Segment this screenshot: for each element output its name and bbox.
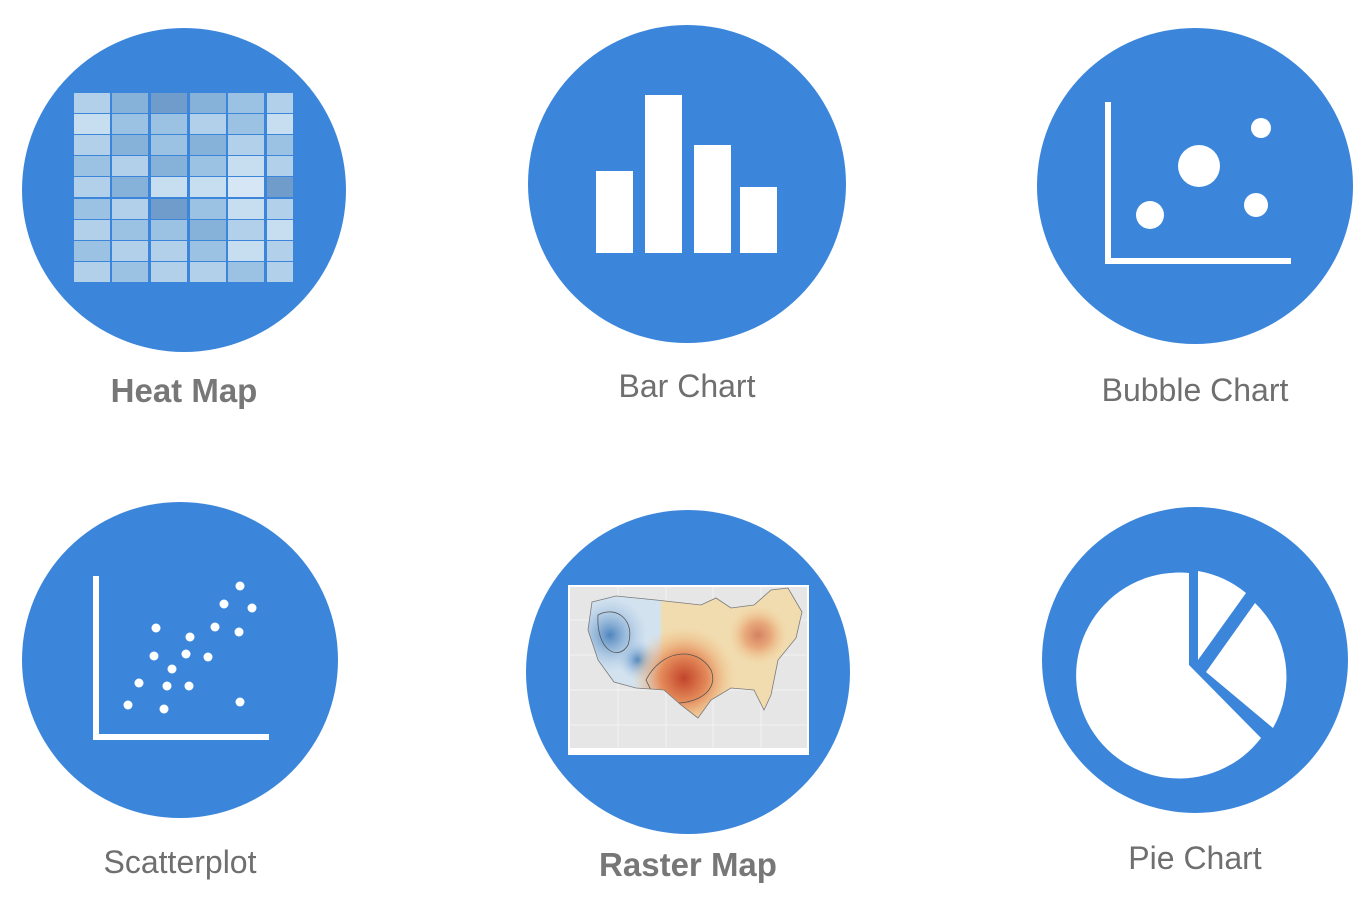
heat-map-cell (74, 177, 110, 197)
heat-map-cell (112, 177, 148, 197)
heat-map-cell (74, 241, 110, 261)
heat-map-cell (190, 199, 226, 219)
raster-map-icon[interactable] (526, 510, 850, 834)
heat-map-cell (112, 262, 148, 282)
heat-map-cell (228, 93, 264, 113)
heat-map-cell (151, 241, 187, 261)
heat-map-cell (190, 93, 226, 113)
heat-map-cell (112, 114, 148, 134)
heat-map-cell (74, 156, 110, 176)
heat-map-cell (267, 199, 293, 219)
heat-map-cell (190, 114, 226, 134)
heat-map-cell (190, 135, 226, 155)
heat-map-cell (74, 93, 110, 113)
heat-map-label[interactable]: Heat Map (110, 372, 258, 409)
bar-chart-label[interactable]: Bar Chart (618, 368, 756, 404)
heat-map-cell (190, 241, 226, 261)
heat-map-cell (74, 199, 110, 219)
heat-map-cell (228, 262, 264, 282)
heat-map-cell (190, 177, 226, 197)
bar-chart-icon[interactable] (528, 25, 846, 343)
heat-map-cell (267, 135, 293, 155)
heat-map-cell (190, 220, 226, 240)
heat-map-cell (228, 199, 264, 219)
heat-map-cell (151, 93, 187, 113)
heat-map-cell (74, 114, 110, 134)
heat-map-cell (74, 262, 110, 282)
heat-map-cell (151, 177, 187, 197)
heat-map-cell (228, 135, 264, 155)
heat-map-cell (74, 220, 110, 240)
bubble-chart-icon[interactable] (1037, 28, 1353, 344)
heat-map-cell (112, 156, 148, 176)
heat-map-cell (228, 220, 264, 240)
heat-map-cell (228, 177, 264, 197)
heat-map-cell (112, 135, 148, 155)
bubble-chart-label[interactable]: Bubble Chart (1101, 372, 1289, 408)
heat-map-cell (151, 114, 187, 134)
heat-map-cell (267, 177, 293, 197)
scatterplot-label[interactable]: Scatterplot (103, 844, 257, 880)
heat-map-cell (151, 220, 187, 240)
heat-map-cell (151, 262, 187, 282)
heat-map-cell (267, 93, 293, 113)
heat-map-cell (228, 156, 264, 176)
heat-map-cell (267, 220, 293, 240)
heat-map-cell (112, 241, 148, 261)
heat-map-cell (267, 114, 293, 134)
heat-map-cell (267, 241, 293, 261)
heat-map-cell (228, 241, 264, 261)
heat-map-cell (151, 156, 187, 176)
heat-map-cell (267, 262, 293, 282)
heat-map-cell (190, 156, 226, 176)
heat-map-icon[interactable] (22, 28, 346, 352)
heat-map-cell (267, 156, 293, 176)
heat-map-cell (74, 135, 110, 155)
heat-map-cell (112, 93, 148, 113)
heat-map-cell (151, 199, 187, 219)
heat-map-cell (190, 262, 226, 282)
pie-chart-icon[interactable] (1042, 507, 1348, 813)
heat-map-cell (112, 220, 148, 240)
pie-chart-label[interactable]: Pie Chart (1128, 840, 1262, 876)
raster-map-label[interactable]: Raster Map (599, 846, 777, 883)
heat-map-cell (112, 199, 148, 219)
scatterplot-icon[interactable] (22, 502, 338, 818)
heat-map-cell (228, 114, 264, 134)
heat-map-cell (151, 135, 187, 155)
heat-map-grid (74, 93, 293, 282)
